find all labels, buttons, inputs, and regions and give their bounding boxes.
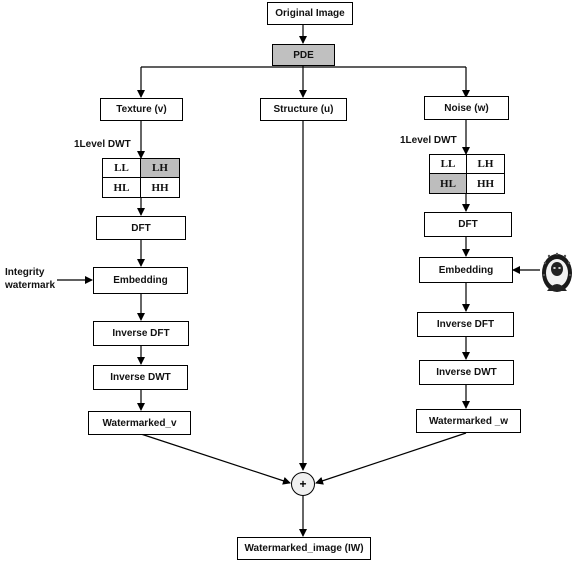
- dwt-label-right: 1Level DWT: [400, 135, 457, 146]
- texture-box: Texture (v): [100, 98, 183, 121]
- subband-grid-right: LL LH HL HH: [429, 154, 505, 194]
- integrity-label-line1: Integrity: [5, 267, 45, 278]
- watermarked-image-output-box: Watermarked_image (IW): [237, 537, 371, 560]
- inverse-dwt-box-left: Inverse DWT: [93, 365, 188, 390]
- subband-grid-left: LL LH HL HH: [102, 158, 180, 198]
- arrow-wmv-to-plus: [140, 433, 291, 485]
- embedding-box-left: Embedding: [93, 267, 188, 294]
- watermarked-v-box: Watermarked_v: [88, 411, 191, 435]
- subband-ll: LL: [430, 155, 467, 174]
- watermarked-w-box: Watermarked _w: [416, 409, 521, 433]
- dft-box-left: DFT: [96, 216, 186, 240]
- original-image-box: Original Image: [267, 2, 353, 25]
- subband-hh: HH: [141, 178, 179, 197]
- pde-box: PDE: [272, 44, 335, 66]
- structure-box: Structure (u): [260, 98, 347, 121]
- subband-hl: HL: [103, 178, 141, 197]
- subband-ll: LL: [103, 159, 141, 178]
- inverse-dft-box-right: Inverse DFT: [417, 312, 514, 337]
- inverse-dwt-box-right: Inverse DWT: [419, 360, 514, 385]
- embedding-box-right: Embedding: [419, 257, 513, 283]
- subband-hl-selected: HL: [430, 174, 467, 193]
- noise-box: Noise (w): [424, 96, 509, 120]
- subband-lh-selected: LH: [141, 159, 179, 178]
- inverse-dft-box-left: Inverse DFT: [93, 321, 189, 346]
- arrow-wmw-to-plus: [315, 432, 467, 485]
- subband-hh: HH: [467, 174, 504, 193]
- dwt-label-left: 1Level DWT: [74, 139, 131, 150]
- portrait-watermark-image: [542, 252, 572, 292]
- integrity-watermark-label: Integrity watermark: [5, 266, 55, 292]
- dft-box-right: DFT: [424, 212, 512, 237]
- subband-lh: LH: [467, 155, 504, 174]
- integrity-label-line2: watermark: [5, 280, 56, 291]
- sum-node: +: [291, 472, 315, 496]
